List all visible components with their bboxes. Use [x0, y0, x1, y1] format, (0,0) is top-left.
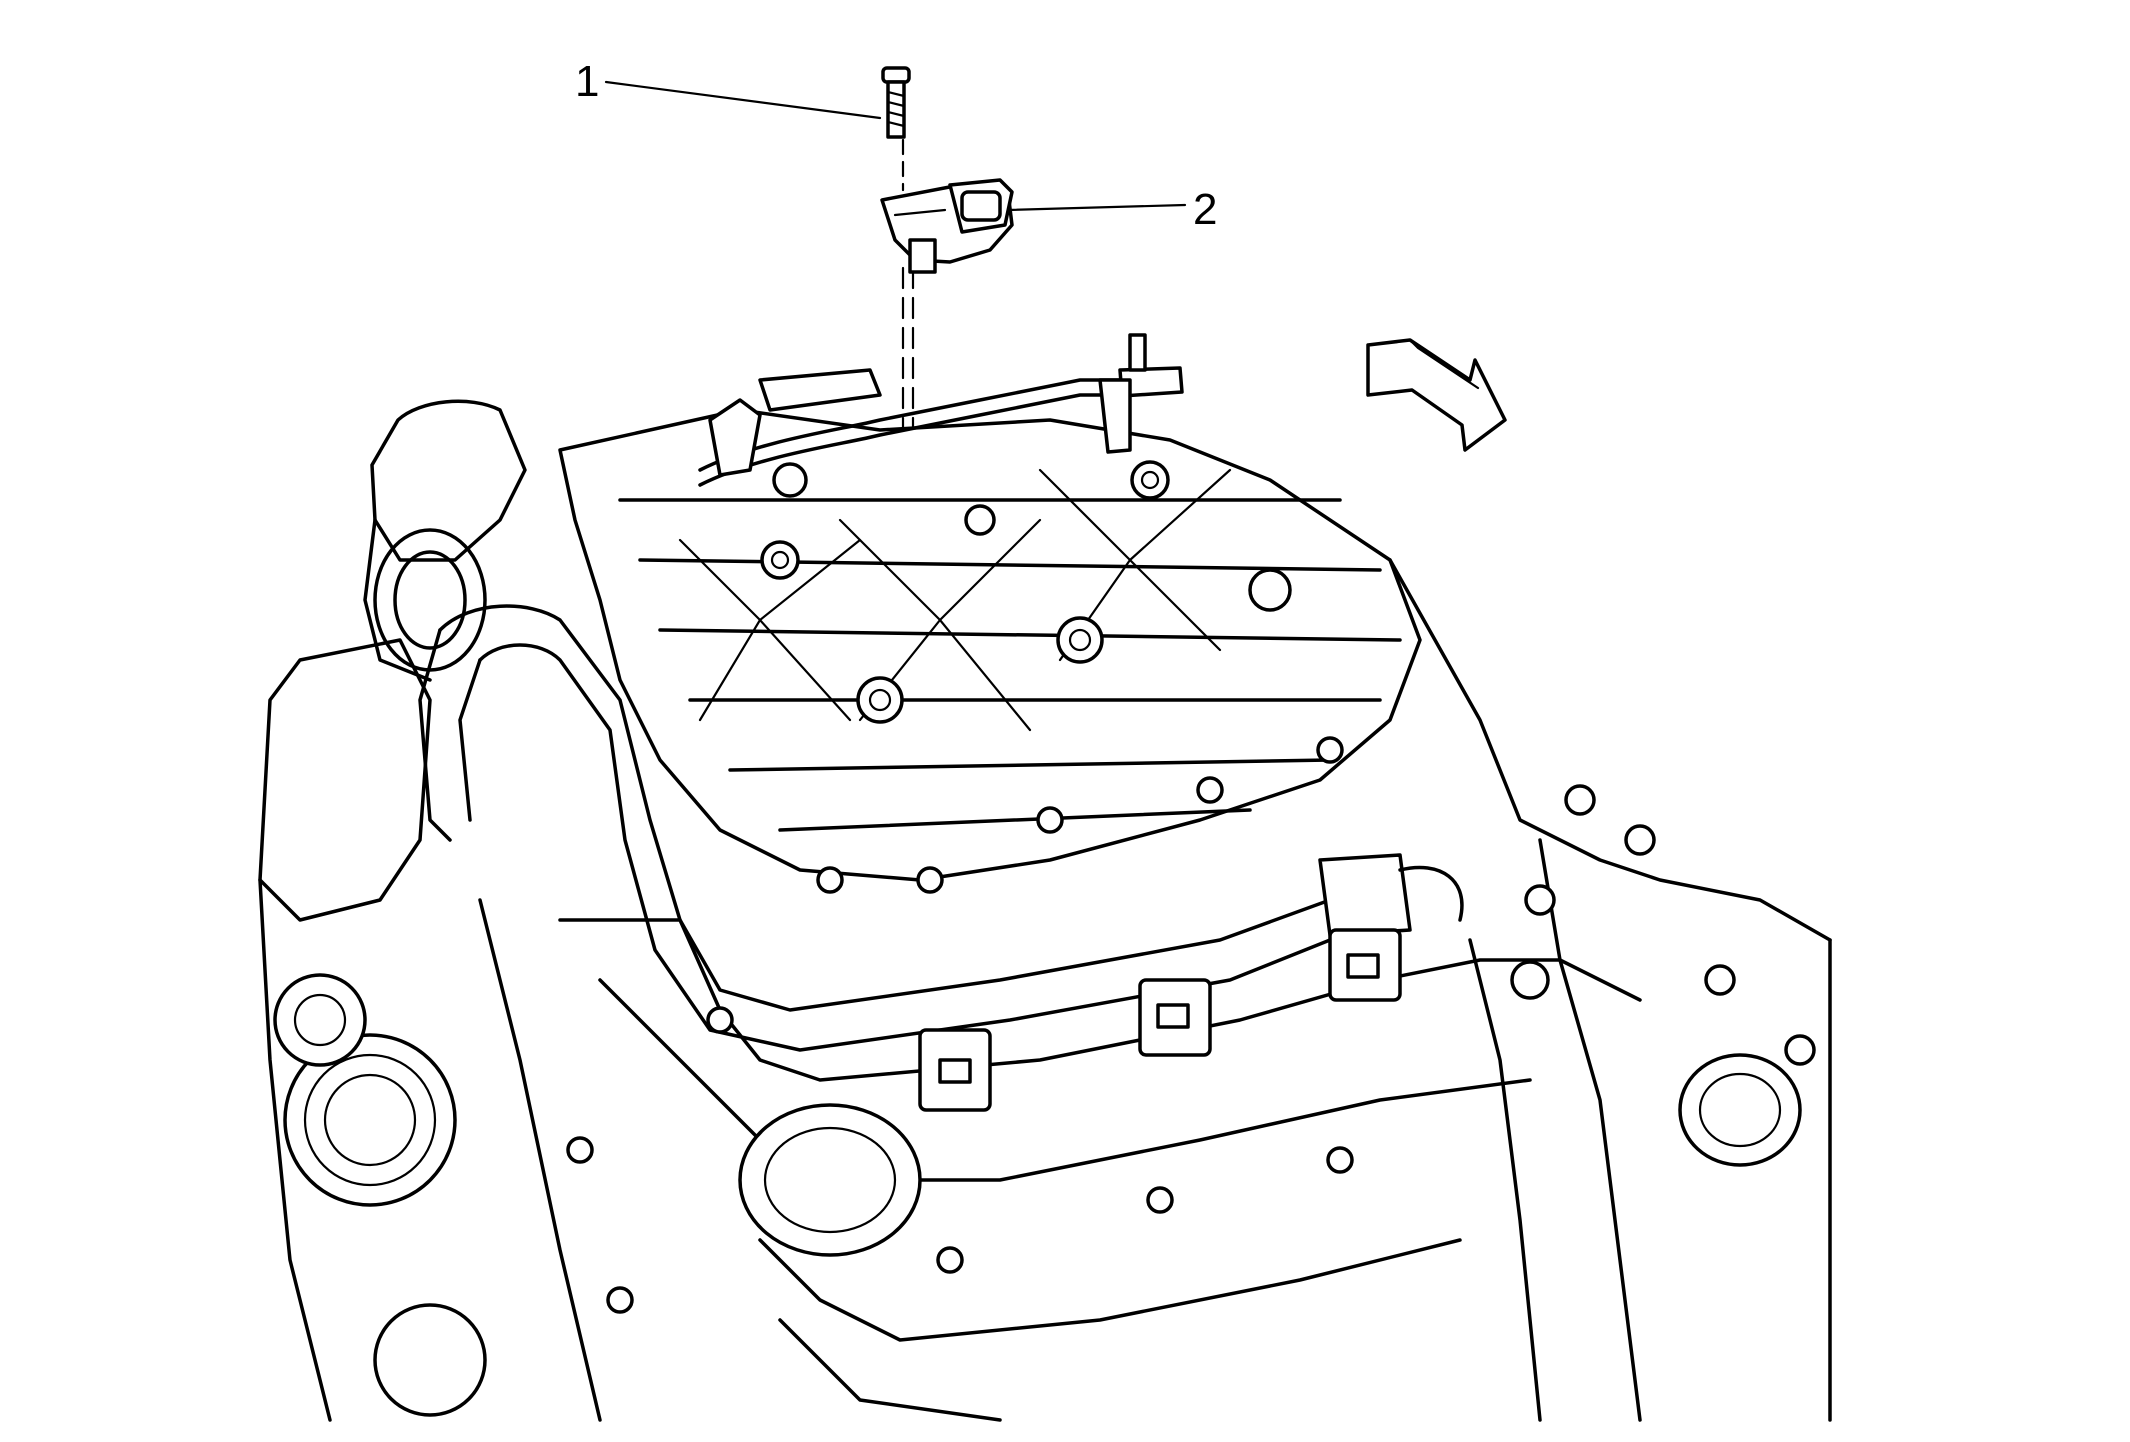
callout-label-1: 1 — [575, 57, 600, 106]
leader-line-1 — [604, 80, 882, 120]
bolt-part — [881, 66, 911, 139]
view-direction-arrow-icon — [1366, 338, 1507, 452]
sensor-part — [880, 178, 1014, 274]
leader-line-2 — [1006, 203, 1187, 212]
callout-label-2: 2 — [1193, 185, 1218, 234]
engine-block — [258, 333, 1832, 1422]
